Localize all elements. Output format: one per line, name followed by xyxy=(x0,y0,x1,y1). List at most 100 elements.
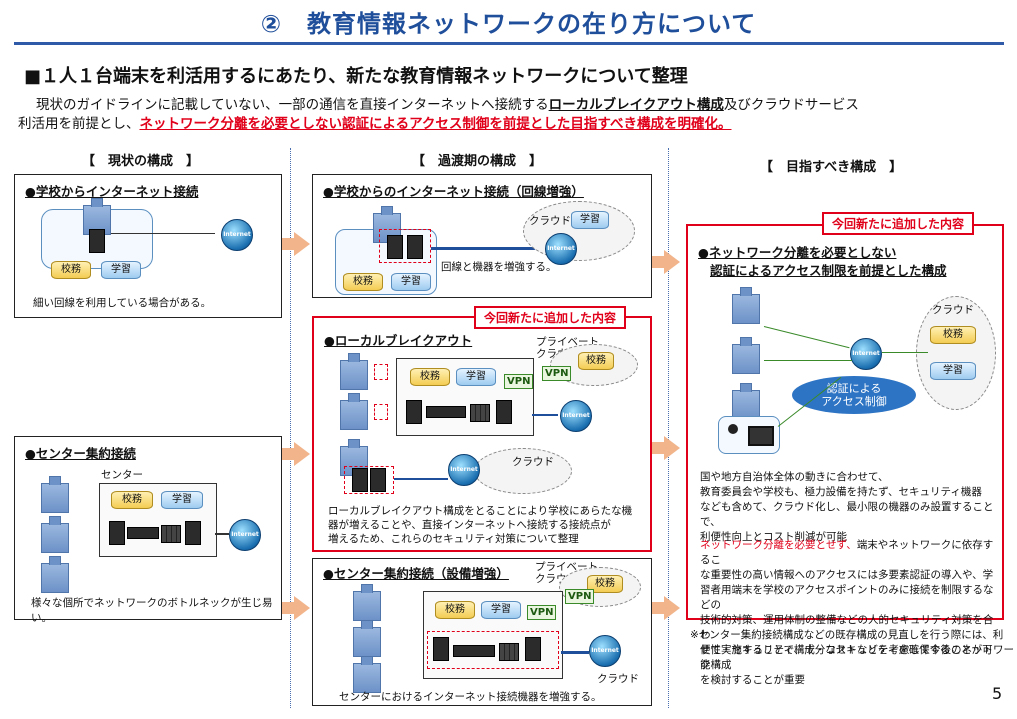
upgraded-line xyxy=(431,247,545,250)
internet-icon: Internet xyxy=(560,400,592,432)
school-building-icon xyxy=(41,556,69,593)
lbo-highlight xyxy=(344,466,394,494)
footnote-line: ※センター集約接続構成などの既存構成の見直しを行う際には、利 xyxy=(690,629,1004,641)
koumu-cloud-db: 校務 xyxy=(587,575,623,593)
target-text-line: せて実施することで、十分なセキュリティを確保することが可能 xyxy=(700,644,993,671)
page-title: ② 教育情報ネットワークの在り方について xyxy=(260,10,757,38)
firewall-icon xyxy=(161,525,181,543)
server-icon xyxy=(433,637,449,661)
target-red-emphasis: ネットワーク分離を必要とせず、 xyxy=(700,539,857,551)
auth-label-line: 認証による xyxy=(826,382,882,395)
intro-text: 現状のガイドラインに記載していない、一部の通信を直接インターネットへ接続するロー… xyxy=(18,96,998,134)
cloud-label: クラウド xyxy=(597,673,639,685)
access-line xyxy=(764,360,852,361)
current-center-title: ●センター集約接続 xyxy=(25,446,136,461)
lbo-highlight xyxy=(374,404,388,420)
target-text-line: 習者用端末を学校のアクセスポイントのみに接続を制限するなどの xyxy=(700,584,994,611)
lbo-note-line: 増えるため、これらのセキュリティ対策について整理 xyxy=(328,533,579,545)
koumu-cloud-db: 校務 xyxy=(930,326,976,344)
switch-icon xyxy=(426,406,466,418)
internet-icon: Internet xyxy=(229,519,261,551)
intro-lbo-emphasis: ローカルブレイクアウト構成 xyxy=(548,97,724,113)
vpn-badge: VPN xyxy=(542,366,572,381)
access-line xyxy=(763,326,850,349)
target-text-line: 技術的対策、運用体制の整備などの人的セキュリティ対策を合わ xyxy=(700,614,994,641)
vpn-badge: VPN xyxy=(565,589,595,604)
column-divider-1 xyxy=(290,148,291,708)
internet-icon: Internet xyxy=(545,233,577,265)
transition-school-box: ●学校からのインターネット接続（回線増強） 校務 学習 クラウド 学習 Inte… xyxy=(312,174,652,298)
cloud-link xyxy=(882,352,928,353)
subheading: ■１人１台端末を利活用するにあたり、新たな教育情報ネットワークについて整理 xyxy=(24,66,688,87)
upgraded-line xyxy=(561,651,589,654)
lbo-note-line: ローカルブレイクアウト構成をとることにより学校にあらたな機 xyxy=(328,505,633,517)
cloud-icon xyxy=(523,201,635,261)
transition-school-note: 回線と機器を増強する。 xyxy=(441,261,557,273)
breakout-line xyxy=(394,478,448,480)
intro-red-emphasis: ネットワーク分離を必要としない認証によるアクセス制御を前提とした目指すべき構成を… xyxy=(139,116,732,132)
target-text-line: 教育委員会や学校も、極力設備を持たず、セキュリティ機器 xyxy=(700,486,982,498)
school-building-icon xyxy=(353,584,381,621)
school-building-icon xyxy=(340,353,368,390)
school-building-icon xyxy=(41,516,69,553)
link-line xyxy=(215,533,229,535)
gakushu-cloud-db: 学習 xyxy=(930,362,976,380)
intro-line2-a: 利活用を前提とし、 xyxy=(18,116,140,132)
new-content-tag: 今回新たに追加した内容 xyxy=(822,212,975,235)
gakushu-db: 学習 xyxy=(391,273,431,291)
intro-line1-a: 現状のガイドラインに記載していない、一部の通信を直接インターネットへ接続する xyxy=(36,97,549,113)
intro-line1-c: 及びクラウドサービス xyxy=(723,97,859,113)
column-header-target: 【 目指すべき構成 】 xyxy=(760,160,903,175)
server-icon xyxy=(109,521,125,545)
vpn-badge: VPN xyxy=(527,605,557,620)
koumu-cloud-db: 校務 xyxy=(578,352,614,370)
server-icon xyxy=(496,400,512,424)
transition-center-title: ●センター集約接続（設備増強） xyxy=(323,566,509,581)
target-text-line: な重要性の高い情報へのアクセスには多要素認証の導入や、学 xyxy=(700,569,994,581)
koumu-db: 校務 xyxy=(51,261,91,279)
footnote-line: 便性・セキュリティ構成・コストなどを考慮して今後のネットワーク構成 xyxy=(700,644,1015,671)
arrow-icon xyxy=(294,596,310,620)
transition-center-note: センターにおけるインターネット接続機器を増強する。 xyxy=(339,691,602,703)
lbo-highlight xyxy=(374,364,388,380)
column-divider-2 xyxy=(668,148,669,708)
school-building-icon xyxy=(340,393,368,430)
column-header-current: 【 現状の構成 】 xyxy=(82,154,200,169)
cloud-icon xyxy=(916,296,996,410)
gakushu-cloud-db: 学習 xyxy=(571,211,609,229)
target-title-line: ●ネットワーク分離を必要としない xyxy=(698,245,897,260)
lbo-box: ●ローカルブレイクアウト プライベート クラウド 校務 VPN 校務 学習 VP… xyxy=(312,316,652,552)
gakushu-db: 学習 xyxy=(101,261,141,279)
switch-icon xyxy=(127,527,159,539)
transition-center-box: ●センター集約接続（設備増強） プライベート クラウド 校務 VPN 校務 学習… xyxy=(312,558,652,706)
target-text-line: 利便性向上とコスト削減が可能 xyxy=(700,531,847,543)
current-center-note: 様々な個所でネットワークのボトルネックが生じ易い。 xyxy=(31,597,273,624)
page-number: 5 xyxy=(992,684,1003,703)
footnote-line: を検討することが重要 xyxy=(700,674,805,686)
new-content-tag: 今回新たに追加した内容 xyxy=(474,306,627,329)
arrow-body xyxy=(282,602,294,614)
server-icon xyxy=(370,468,386,492)
school-building-icon xyxy=(732,337,760,374)
school-building-icon xyxy=(353,620,381,657)
column-header-transition: 【 過渡期の構成 】 xyxy=(412,154,543,169)
lbo-title: ●ローカルブレイクアウト xyxy=(324,333,473,348)
arrow-body xyxy=(282,238,294,250)
arrow-icon xyxy=(664,596,680,620)
current-school-box: ●学校からインターネット接続 校務 学習 Internet 細い回線を利用してい… xyxy=(14,174,282,318)
thin-line xyxy=(111,233,215,234)
server-icon xyxy=(525,637,541,661)
gakushu-db: 学習 xyxy=(456,368,496,386)
cloud-label: クラウド xyxy=(932,304,974,316)
target-text-line: なども含めて、クラウド化し、最小限の機器のみ設置することで、 xyxy=(700,501,994,528)
firewall-icon xyxy=(499,643,519,661)
pc-icon xyxy=(748,426,774,446)
server-icon xyxy=(406,400,422,424)
school-building-icon xyxy=(41,476,69,513)
router-icon xyxy=(387,235,403,259)
router-icon xyxy=(89,229,105,253)
arrow-body xyxy=(652,602,664,614)
center-label: センター xyxy=(101,469,143,481)
koumu-db: 校務 xyxy=(343,273,383,291)
arrow-icon xyxy=(294,232,310,256)
